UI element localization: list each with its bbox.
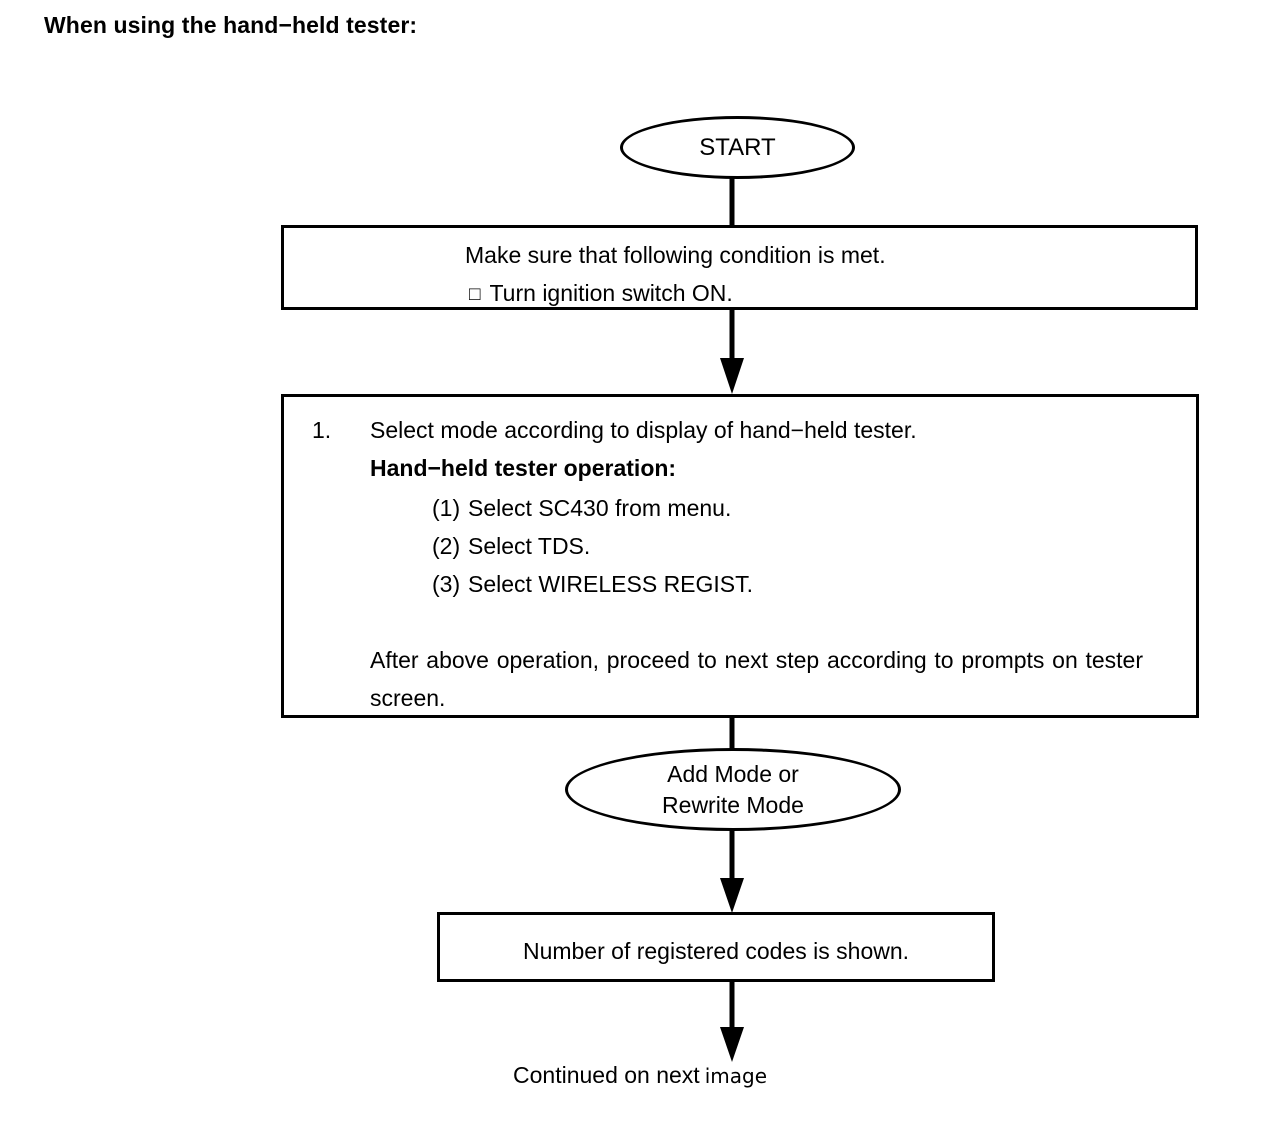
flow-node-start: START xyxy=(620,116,855,179)
flow-node-mode-line-1: Add Mode or xyxy=(667,760,799,787)
flow-node-instruction: 1. Select mode according to display of ha… xyxy=(281,394,1199,718)
flow-node-mode-line-2: Rewrite Mode xyxy=(662,791,804,818)
flow-node-mode: Add Mode or Rewrite Mode xyxy=(565,748,901,831)
connector-start-to-condition xyxy=(728,178,736,226)
flow-node-result: Number of registered codes is shown. xyxy=(437,912,995,982)
instruction-substep-3-text: Select WIRELESS REGIST. xyxy=(468,571,754,597)
page-title: When using the hand−held tester: xyxy=(44,12,418,38)
instruction-substep-1: (1) Select SC430 from menu. xyxy=(432,489,753,527)
condition-line-1: Make sure that following condition is me… xyxy=(465,242,886,268)
condition-text-block: Make sure that following condition is me… xyxy=(465,236,886,314)
flow-node-condition: Make sure that following condition is me… xyxy=(281,225,1198,310)
condition-line-2: □ Turn ignition switch ON. xyxy=(465,274,886,314)
instruction-paragraph: After above operation, proceed to next s… xyxy=(370,647,1143,711)
footer-continued-text-alt: image xyxy=(704,1064,767,1088)
checkbox-square-icon: □ xyxy=(469,284,481,305)
flow-node-result-label: Number of registered codes is shown. xyxy=(522,938,910,964)
connector-result-to-footer xyxy=(719,981,745,1063)
instruction-substep-1-number: (1) xyxy=(432,495,461,521)
instruction-substep-3: (3) Select WIRELESS REGIST. xyxy=(432,565,753,603)
instruction-step-text: Select mode according to display of hand… xyxy=(370,417,917,443)
instruction-step-number: 1. xyxy=(312,417,332,443)
footer-continued-text: Continued on next xyxy=(513,1062,700,1088)
instruction-substep-2-text: Select TDS. xyxy=(468,533,591,559)
condition-line-2-label: Turn ignition switch ON. xyxy=(489,280,733,306)
instruction-substep-3-number: (3) xyxy=(432,571,461,597)
instruction-operation-title: Hand−held tester operation: xyxy=(370,455,677,481)
connector-instruction-to-mode xyxy=(728,717,736,751)
instruction-substep-list: (1) Select SC430 from menu. (2) Select TDS… xyxy=(432,489,753,603)
instruction-step-row: 1. Select mode according to display of ha… xyxy=(312,411,1172,449)
instruction-substep-2: (2) Select TDS. xyxy=(432,527,753,565)
connector-mode-to-result xyxy=(719,830,745,914)
instruction-substep-2-number: (2) xyxy=(432,533,461,559)
flow-node-start-label: START xyxy=(699,133,776,161)
instruction-substep-1-text: Select SC430 from menu. xyxy=(468,495,732,521)
connector-condition-to-instruction xyxy=(719,310,745,394)
